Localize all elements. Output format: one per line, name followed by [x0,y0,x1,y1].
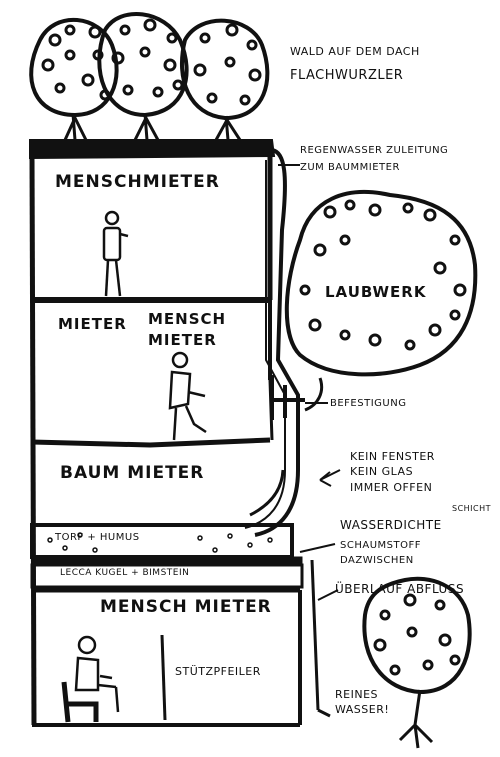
roof-slab [29,139,276,160]
note-regenwasser: REGENWASSER ZULEITUNG [300,145,449,156]
note-dazwischen: DAZWISCHEN [340,555,414,566]
overflow-pipe [310,559,320,711]
person-climbing-icon [168,351,207,441]
floor2-right-label-1: MENSCH [148,310,227,328]
note-wald-auf-dem-dach: WALD AUF DEM DACH [290,45,420,58]
ground-tree [362,576,472,749]
note-kein-fenster: KEIN FENSTER [350,450,435,463]
person-standing-icon [102,210,129,297]
roof-trees [29,12,270,141]
floor4-label: MENSCH MIETER [100,597,272,617]
floor1-label: MENSCHMIETER [55,172,220,192]
clay-layer-label: LECCA KUGEL + BIMSTEIN [60,568,190,578]
note-schaumstoff: SCHAUMSTOFF [340,540,421,551]
note-schicht: SCHICHT [452,504,492,513]
facade-tree-trunk [304,377,324,412]
pillar-label: STÜTZPFEILER [175,665,261,678]
note-flachwurzler: FLACHWURZLER [290,68,404,83]
note-befestigung: BEFESTIGUNG [330,398,407,409]
chair [61,681,99,723]
leader-arrows [299,402,341,601]
note-wasser: WASSER! [335,703,390,716]
floor3-label: BAUM MIETER [60,463,205,483]
floor2-left-label: MIETER [58,315,127,333]
note-ueberlauf: ÜBERLAUF ABFLUSS [335,582,465,596]
note-reines: REINES [335,688,378,701]
person-sitting-icon [61,635,120,723]
clay-layer [30,563,304,589]
roof-tree-middle [97,12,189,141]
soil-layer-label: TORF + HUMUS [55,532,140,543]
note-wasserdichte: WASSERDICHTE [340,518,442,532]
overflow-outlet [317,708,331,718]
note-zum-baummieter: ZUM BAUMMIETER [300,162,400,173]
roof-tree-right [179,18,270,141]
note-kein-glas: KEIN GLAS [350,465,414,478]
note-immer-offen: IMMER OFFEN [350,481,433,494]
attachment-bracket [270,375,305,420]
facade-tree [284,190,478,412]
floor-slab-2 [31,437,271,448]
building [29,139,331,727]
label-laubwerk: LAUBWERK [325,283,427,301]
support-pillar [160,634,167,721]
soil-texture [47,532,273,553]
floor2-right-label-2: MIETER [148,331,217,349]
